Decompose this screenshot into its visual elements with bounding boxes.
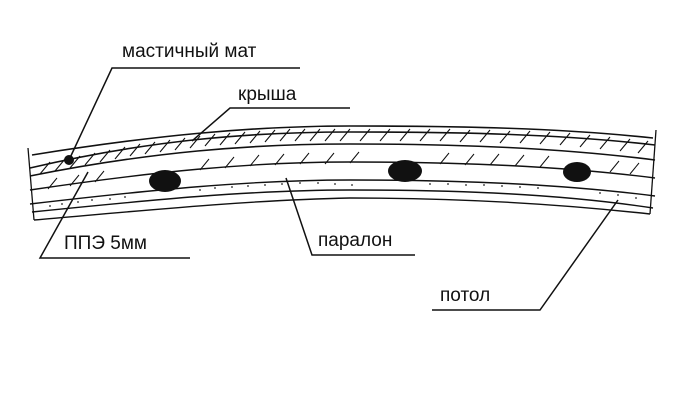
roof-hatching bbox=[39, 128, 649, 175]
leader-ceiling bbox=[432, 199, 619, 311]
leader-lines bbox=[38, 67, 619, 311]
label-mastic-mat: мастичный мат bbox=[122, 41, 257, 62]
mastic-blobs bbox=[64, 155, 591, 192]
foam-layer bbox=[29, 179, 656, 213]
leader-mastic-mat bbox=[68, 67, 300, 161]
mastic-blob-3 bbox=[563, 162, 591, 182]
foam-dots bbox=[49, 182, 637, 207]
label-ceiling: потол bbox=[440, 285, 491, 306]
label-foam: паралон bbox=[318, 230, 393, 251]
ppe-hatching bbox=[47, 151, 640, 190]
mastic-blob-2 bbox=[388, 160, 422, 182]
leader-ppe bbox=[38, 171, 190, 259]
label-ppe: ППЭ 5мм bbox=[64, 233, 147, 254]
leader-roof bbox=[191, 107, 350, 142]
end-ticks bbox=[27, 129, 657, 221]
mastic-blob-1 bbox=[149, 170, 181, 192]
ceiling-line bbox=[33, 197, 651, 221]
leader-foam bbox=[285, 177, 415, 256]
label-roof: крыша bbox=[238, 84, 297, 105]
ppe-layer bbox=[29, 161, 656, 191]
